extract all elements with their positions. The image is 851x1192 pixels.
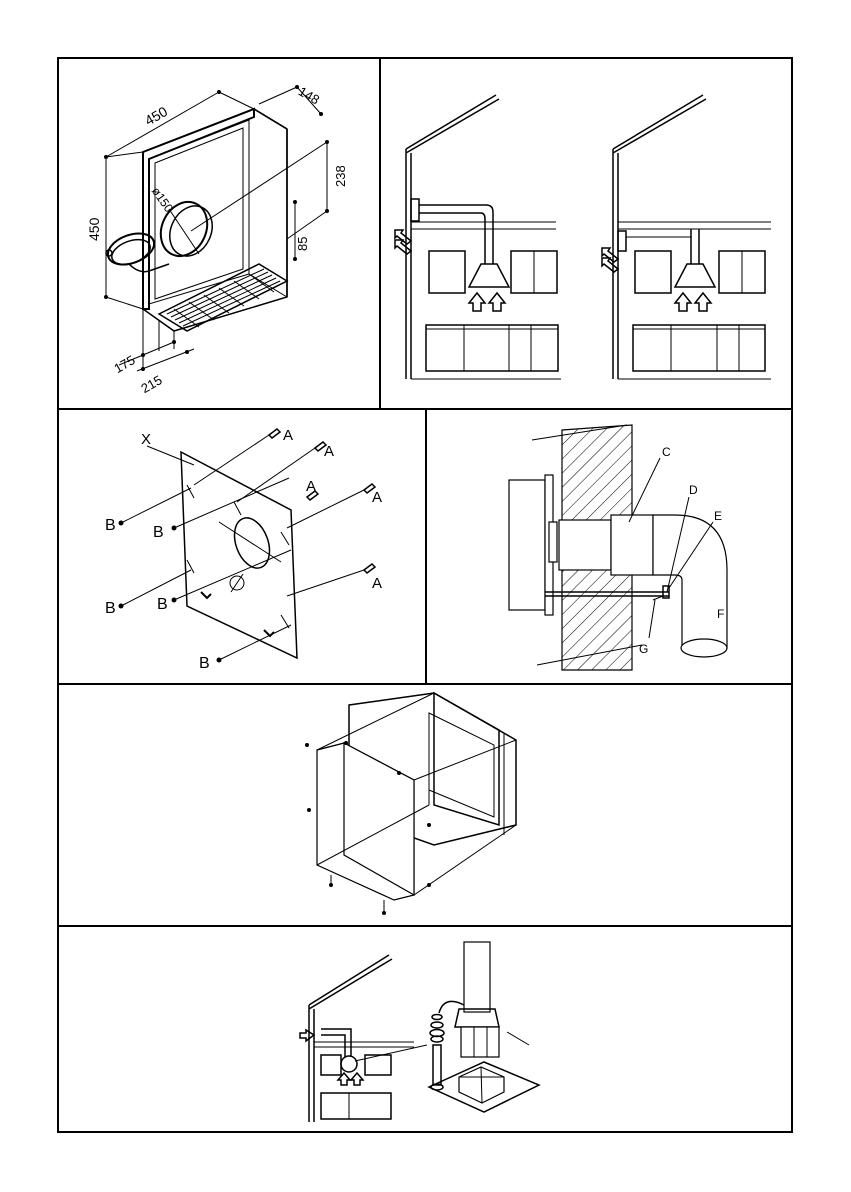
label-b-2: B: [153, 524, 164, 541]
recirculating-scene: [602, 95, 771, 379]
label-d: D: [689, 483, 698, 497]
fig1-panel: 450 148 450 238 85 ø150: [59, 59, 381, 410]
dim-85-label: 85: [295, 237, 310, 251]
dim-depth-label: 148: [296, 84, 322, 108]
label-a-3: A: [306, 478, 316, 495]
fig2-drawing: [381, 59, 793, 408]
label-b-3: B: [105, 600, 116, 617]
dim-238-label: 238: [333, 165, 348, 187]
label-a-1: A: [283, 427, 293, 444]
label-g: G: [639, 642, 648, 656]
dim-diameter-label: ø150: [149, 184, 176, 215]
dim-height-label: 450: [86, 217, 102, 241]
ducted-outdoor-scene: [395, 95, 561, 379]
dim-width-label: 450: [142, 103, 170, 129]
label-e: E: [714, 509, 722, 523]
grille-hatch: [167, 269, 280, 327]
fig4-drawing: C D E F G: [427, 410, 791, 683]
fig1-drawing: 450 148 450 238 85 ø150: [59, 59, 379, 408]
fig3-panel: X A A A A A: [59, 410, 427, 685]
screws-a: A A A A A: [194, 427, 382, 596]
label-a-5: A: [372, 575, 382, 592]
dim-175-label: 175: [111, 352, 137, 376]
label-a-2: A: [324, 443, 334, 460]
label-b-1: B: [105, 517, 116, 534]
label-f: F: [717, 607, 724, 621]
label-x: X: [141, 431, 151, 448]
dim-215-label: 215: [138, 372, 164, 396]
label-b-4: B: [157, 596, 168, 613]
fig5-drawing: [59, 685, 791, 925]
figure-sheet: 450 148 450 238 85 ø150: [57, 57, 793, 1133]
fig2-panel: [381, 59, 793, 410]
label-b-5: B: [199, 655, 210, 672]
fig6-drawing: [59, 927, 791, 1131]
fig6-panel: [59, 927, 793, 1133]
fig4-panel: C D E F G: [427, 410, 793, 685]
fig3-drawing: X A A A A A: [59, 410, 425, 683]
label-c: C: [662, 445, 671, 459]
screws-b: B B B B B: [105, 478, 291, 672]
label-a-4: A: [372, 489, 382, 506]
fig5-panel: [59, 685, 793, 927]
